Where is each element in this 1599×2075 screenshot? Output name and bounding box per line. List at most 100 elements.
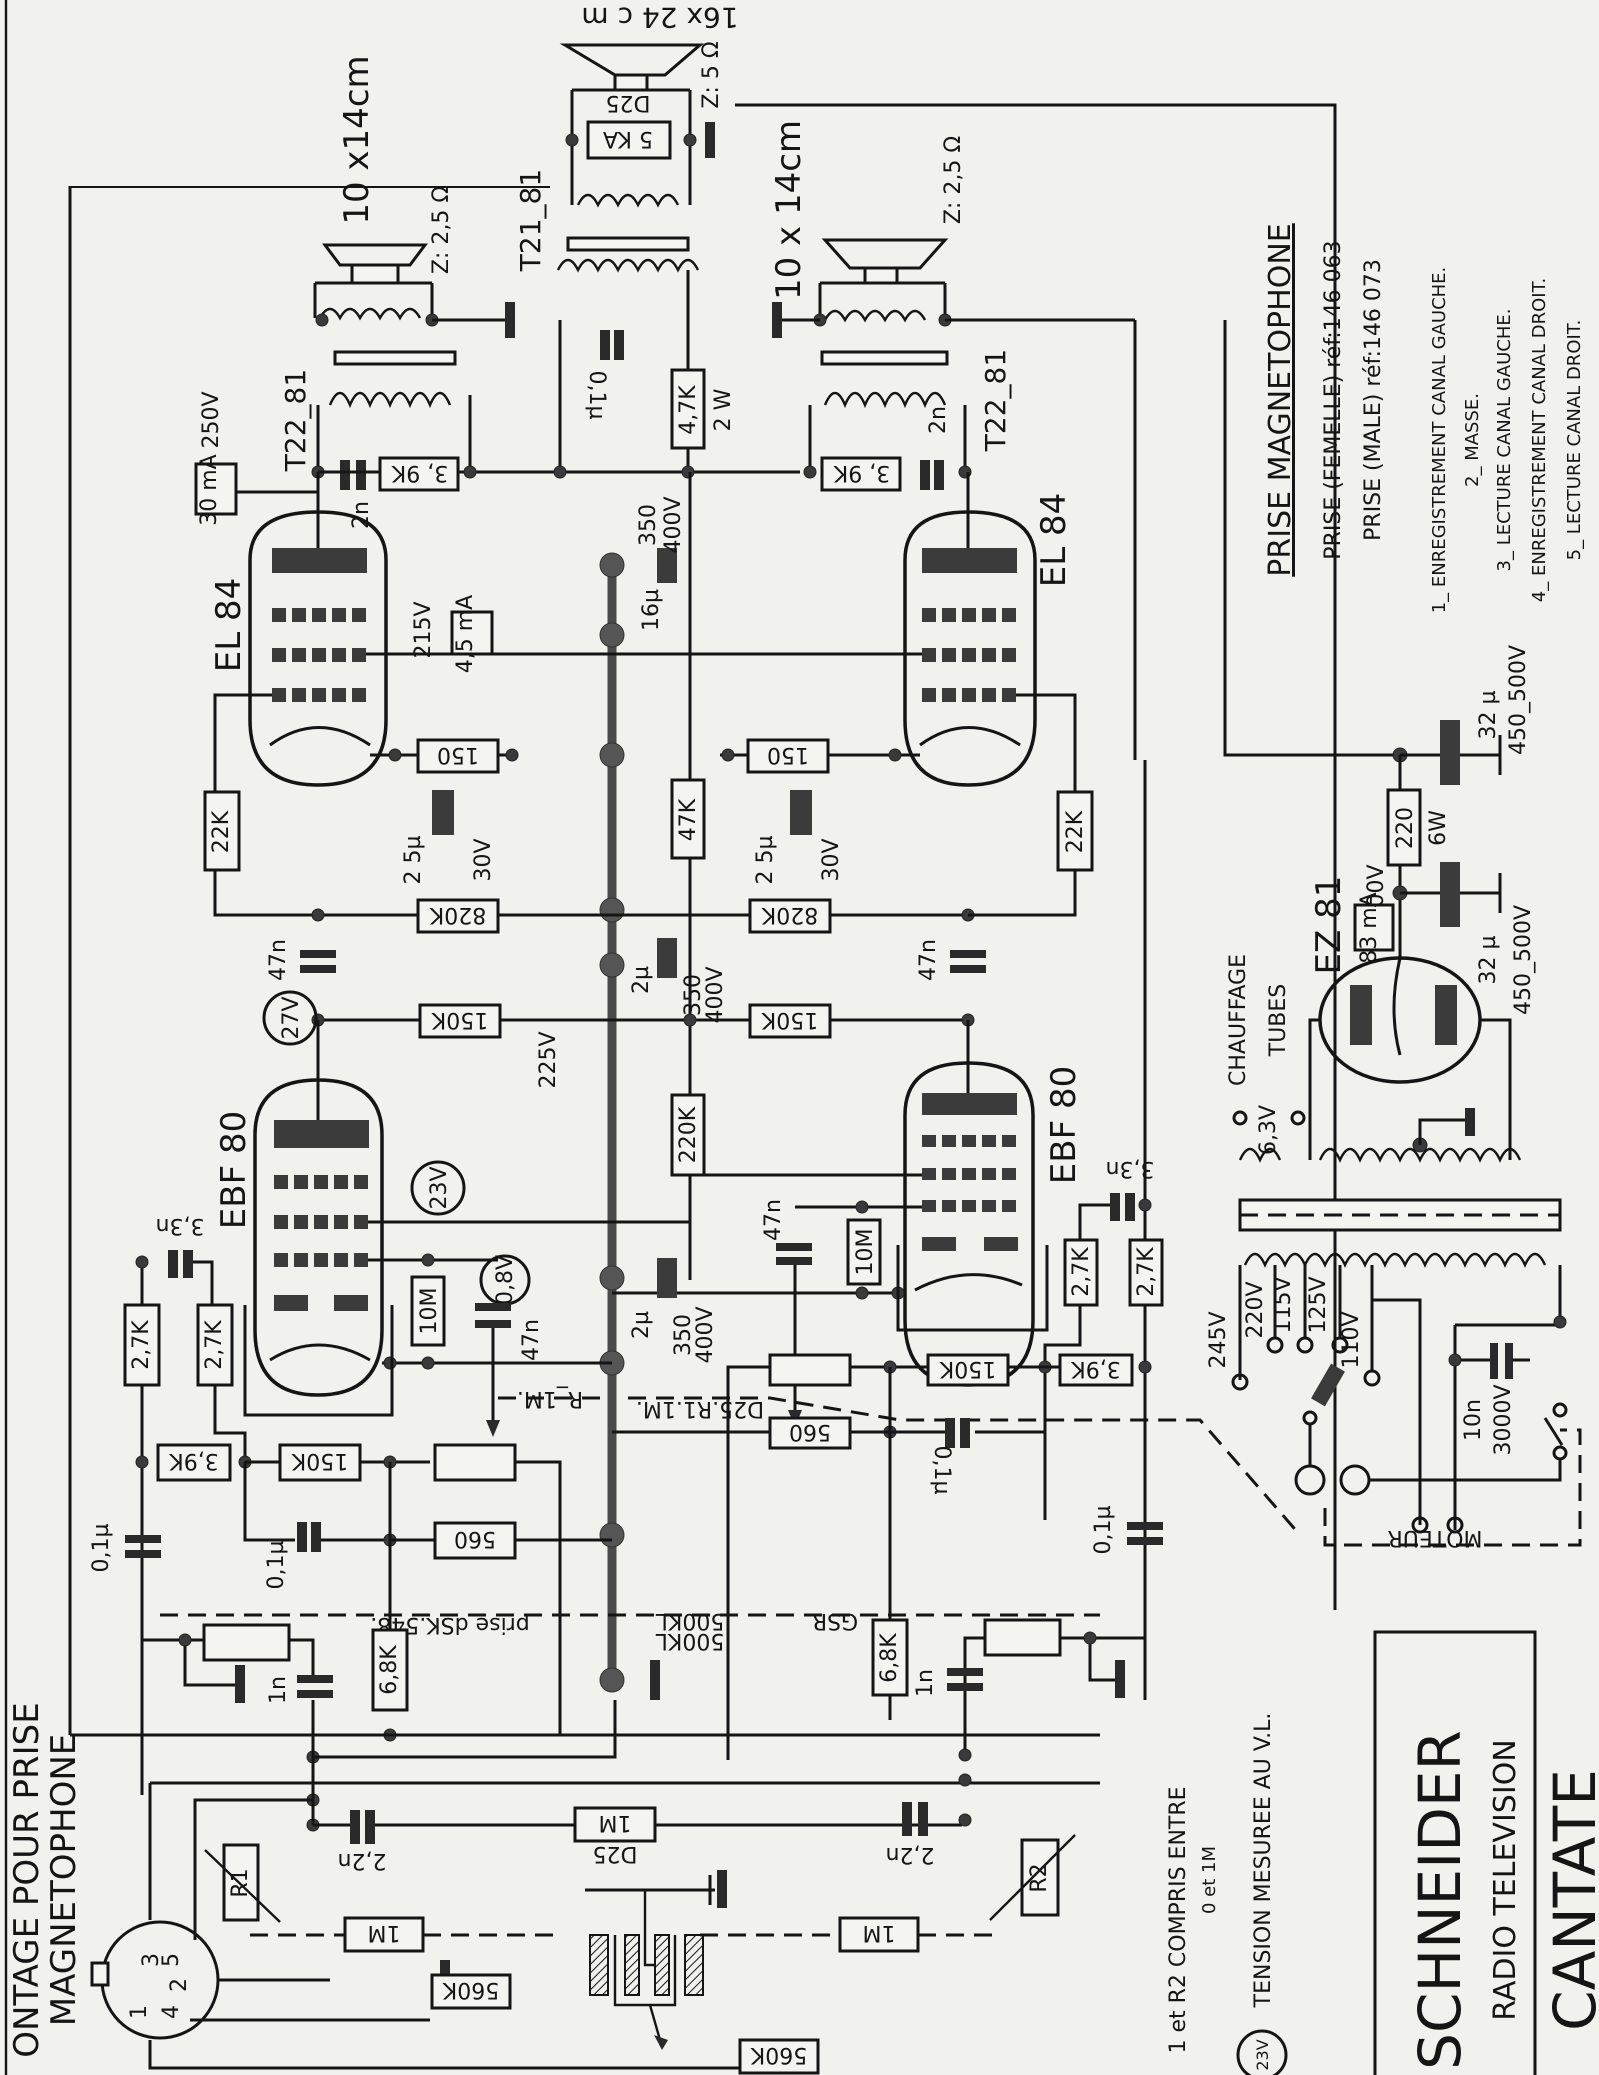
resistor-3k9-left-pre [156,1443,232,1482]
resistor-150-left [416,738,500,774]
junction-dot [1553,1315,1567,1329]
r-10m-right: 10M [853,1229,878,1276]
ground-icon [650,1660,660,1700]
capacitor-plate [311,1522,321,1552]
junction-dot [683,133,697,147]
capacitor-plate [125,1550,161,1558]
capacitor-plate [340,460,350,490]
transformer-core-icon [820,350,949,366]
tube-envelope [903,510,1037,787]
resistor-560k-right [738,2038,820,2075]
junction-dot [421,1253,435,1267]
din-pin-4: 4 [159,2005,184,2019]
capacitor-plate [902,1802,912,1836]
cap-01u-right-pre: 0,1µ [929,1446,954,1495]
wire [148,1783,740,2070]
legend-male: PRISE (MALE) réf:146 073 [1361,259,1386,541]
speaker-cone-icon [821,238,949,270]
wire [808,405,967,472]
page-title-block: ONTAGE POUR PRISE MAGNETOPHONE [7,1702,84,2057]
elco-25u-icon [432,790,454,835]
din-socket-icon: 1 4 2 5 3 [90,1783,740,2070]
cap-350-bottom: 350 [671,1314,696,1356]
r-560k-left: 560K [442,1977,499,2002]
wiper-arrow-icon [486,1420,500,1437]
right-preamp-network: 3,3n 2,7K 2,7K 3,9K 150K 560 0,1µ 0,1µ 6… [612,760,1164,1921]
cap-350-mid: 350 [681,974,706,1016]
capacitor-plate [1505,1343,1513,1379]
speaker-center-size: 16x 24 c m [581,1,738,34]
speaker-coil-icon [823,309,927,323]
balance-pot-right [983,1618,1062,1657]
resistor-220-6w [1386,788,1422,867]
capacitor-plate [920,460,930,490]
cap-350-top: 350 [636,504,661,546]
power-switch-icon [1543,1417,1564,1446]
capacitor-plate [365,1810,375,1844]
capacitor-plate [1127,1537,1163,1545]
capacitor-plate [475,1303,511,1311]
output-transformer-right: T22_81 3, 9K 2n [803,349,1012,492]
tube-anode [274,1120,369,1148]
heater-voltage: 6,3V [1256,1105,1281,1155]
wire [193,1260,214,1305]
speaker-right-impedance: Z: 2,5 Ω [941,136,966,224]
volume-pot-right [768,1353,852,1387]
tube-grids [922,1135,1018,1251]
junction-dot [855,1200,869,1214]
junction-dot [388,748,402,762]
input-stage: 1M 1M 560K 560K [250,1870,1000,2075]
resistor-10m-right [846,1218,882,1286]
speaker-right-size: 10 x 14cm [769,120,809,300]
volume-pot-5ka [586,120,672,160]
wire [1369,1460,1562,1482]
junction-dot [1138,1360,1152,1374]
current-badge [450,610,494,656]
r-3k9-left-label: 3, 9K [391,460,448,485]
ebf80-left-label: EBF 80 [214,1111,254,1229]
capacitor-plate [1127,1522,1163,1530]
junction-dot [135,1455,149,1469]
elco-25u-icon [790,790,812,835]
cap-01u-left-pre: 0,1µ [264,1541,289,1590]
capacitor-plate [300,965,336,973]
junction-dot [888,748,902,762]
junction-dot [803,465,817,479]
wire [70,1700,1100,1825]
wire [515,1460,562,1735]
transformer-coil-icon [576,193,680,208]
din-pin-3: 3 [139,1953,164,1967]
speaker-left-size: 10 x14cm [337,55,377,224]
ez81-label: EZ 81 [1309,876,1349,975]
rail-node [599,1522,625,1548]
tap-110v: 110V [1339,1311,1364,1368]
capacitor-plate [934,460,944,490]
speaker-cone-icon [322,243,428,267]
cap-2n-right: 2n [926,406,951,434]
tube-cathode [269,1343,371,1362]
tap-terminal [1231,1373,1249,1391]
legend-pin-2: 2_ MASSE. [1462,393,1483,487]
cap-47n-grid-right: 47n [761,1199,786,1241]
r-3k9-right-label: 3, 9K [833,460,890,485]
tap-125v: 125V [1306,1276,1331,1333]
link-d25-label: D25.R1.1M. [636,1396,764,1421]
cap-400v-top: 400V [661,496,686,553]
junction-dot [553,465,567,479]
notes-block: 1 et R2 COMPRIS ENTRE 0 et 1M TENSION ME… [1166,1713,1288,2075]
tap-245v: 245V [1206,1311,1231,1368]
cap-2n2-left: 2,2n [338,1848,387,1873]
cap-450-500-top: 450_500V [1506,645,1531,755]
capacitor-plate [960,1418,970,1448]
transformer-coil-icon [823,391,947,409]
din-pin-1: 1 [127,2005,152,2019]
tap-terminal [1266,1336,1284,1354]
resistor-22k-left [203,790,241,872]
cap-2u-top: 2µ [629,966,654,994]
speaker-magnet-icon [863,266,899,285]
r-2k7-left-b: 2,7K [202,1320,227,1370]
capacitor-plate [183,1250,193,1278]
wire [735,103,1337,1610]
legend-female: PRISE (FEMELLE) réf:146 063 [1321,240,1346,559]
